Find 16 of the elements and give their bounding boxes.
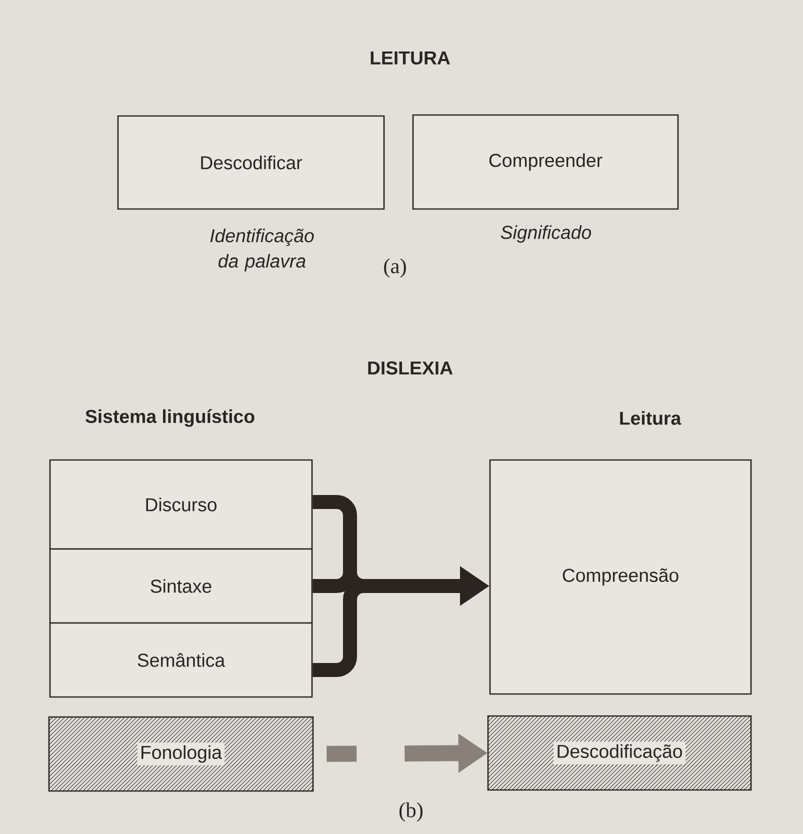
- heading: Leitura: [620, 411, 682, 425]
- heading: Sistema linguístico: [86, 409, 254, 427]
- heading: LEITURA: [370, 52, 450, 65]
- text-box: Semântica: [49, 622, 313, 698]
- text-box: Descodificar: [117, 115, 385, 210]
- panel-label: (a): [384, 258, 406, 278]
- text-box: Discurso: [49, 459, 313, 550]
- text-box: Compreender: [412, 114, 679, 210]
- text-box: Compreensão: [489, 459, 752, 695]
- node-label: Identificação da palavra: [210, 228, 314, 272]
- hatched-box: Fonologia: [48, 716, 314, 792]
- heading: DISLEXIA: [368, 361, 453, 375]
- node-label: Significado: [500, 225, 592, 243]
- text-box: Sintaxe: [49, 548, 313, 624]
- hatched-box: Descodificação: [487, 715, 752, 791]
- panel-label: (b): [400, 802, 422, 822]
